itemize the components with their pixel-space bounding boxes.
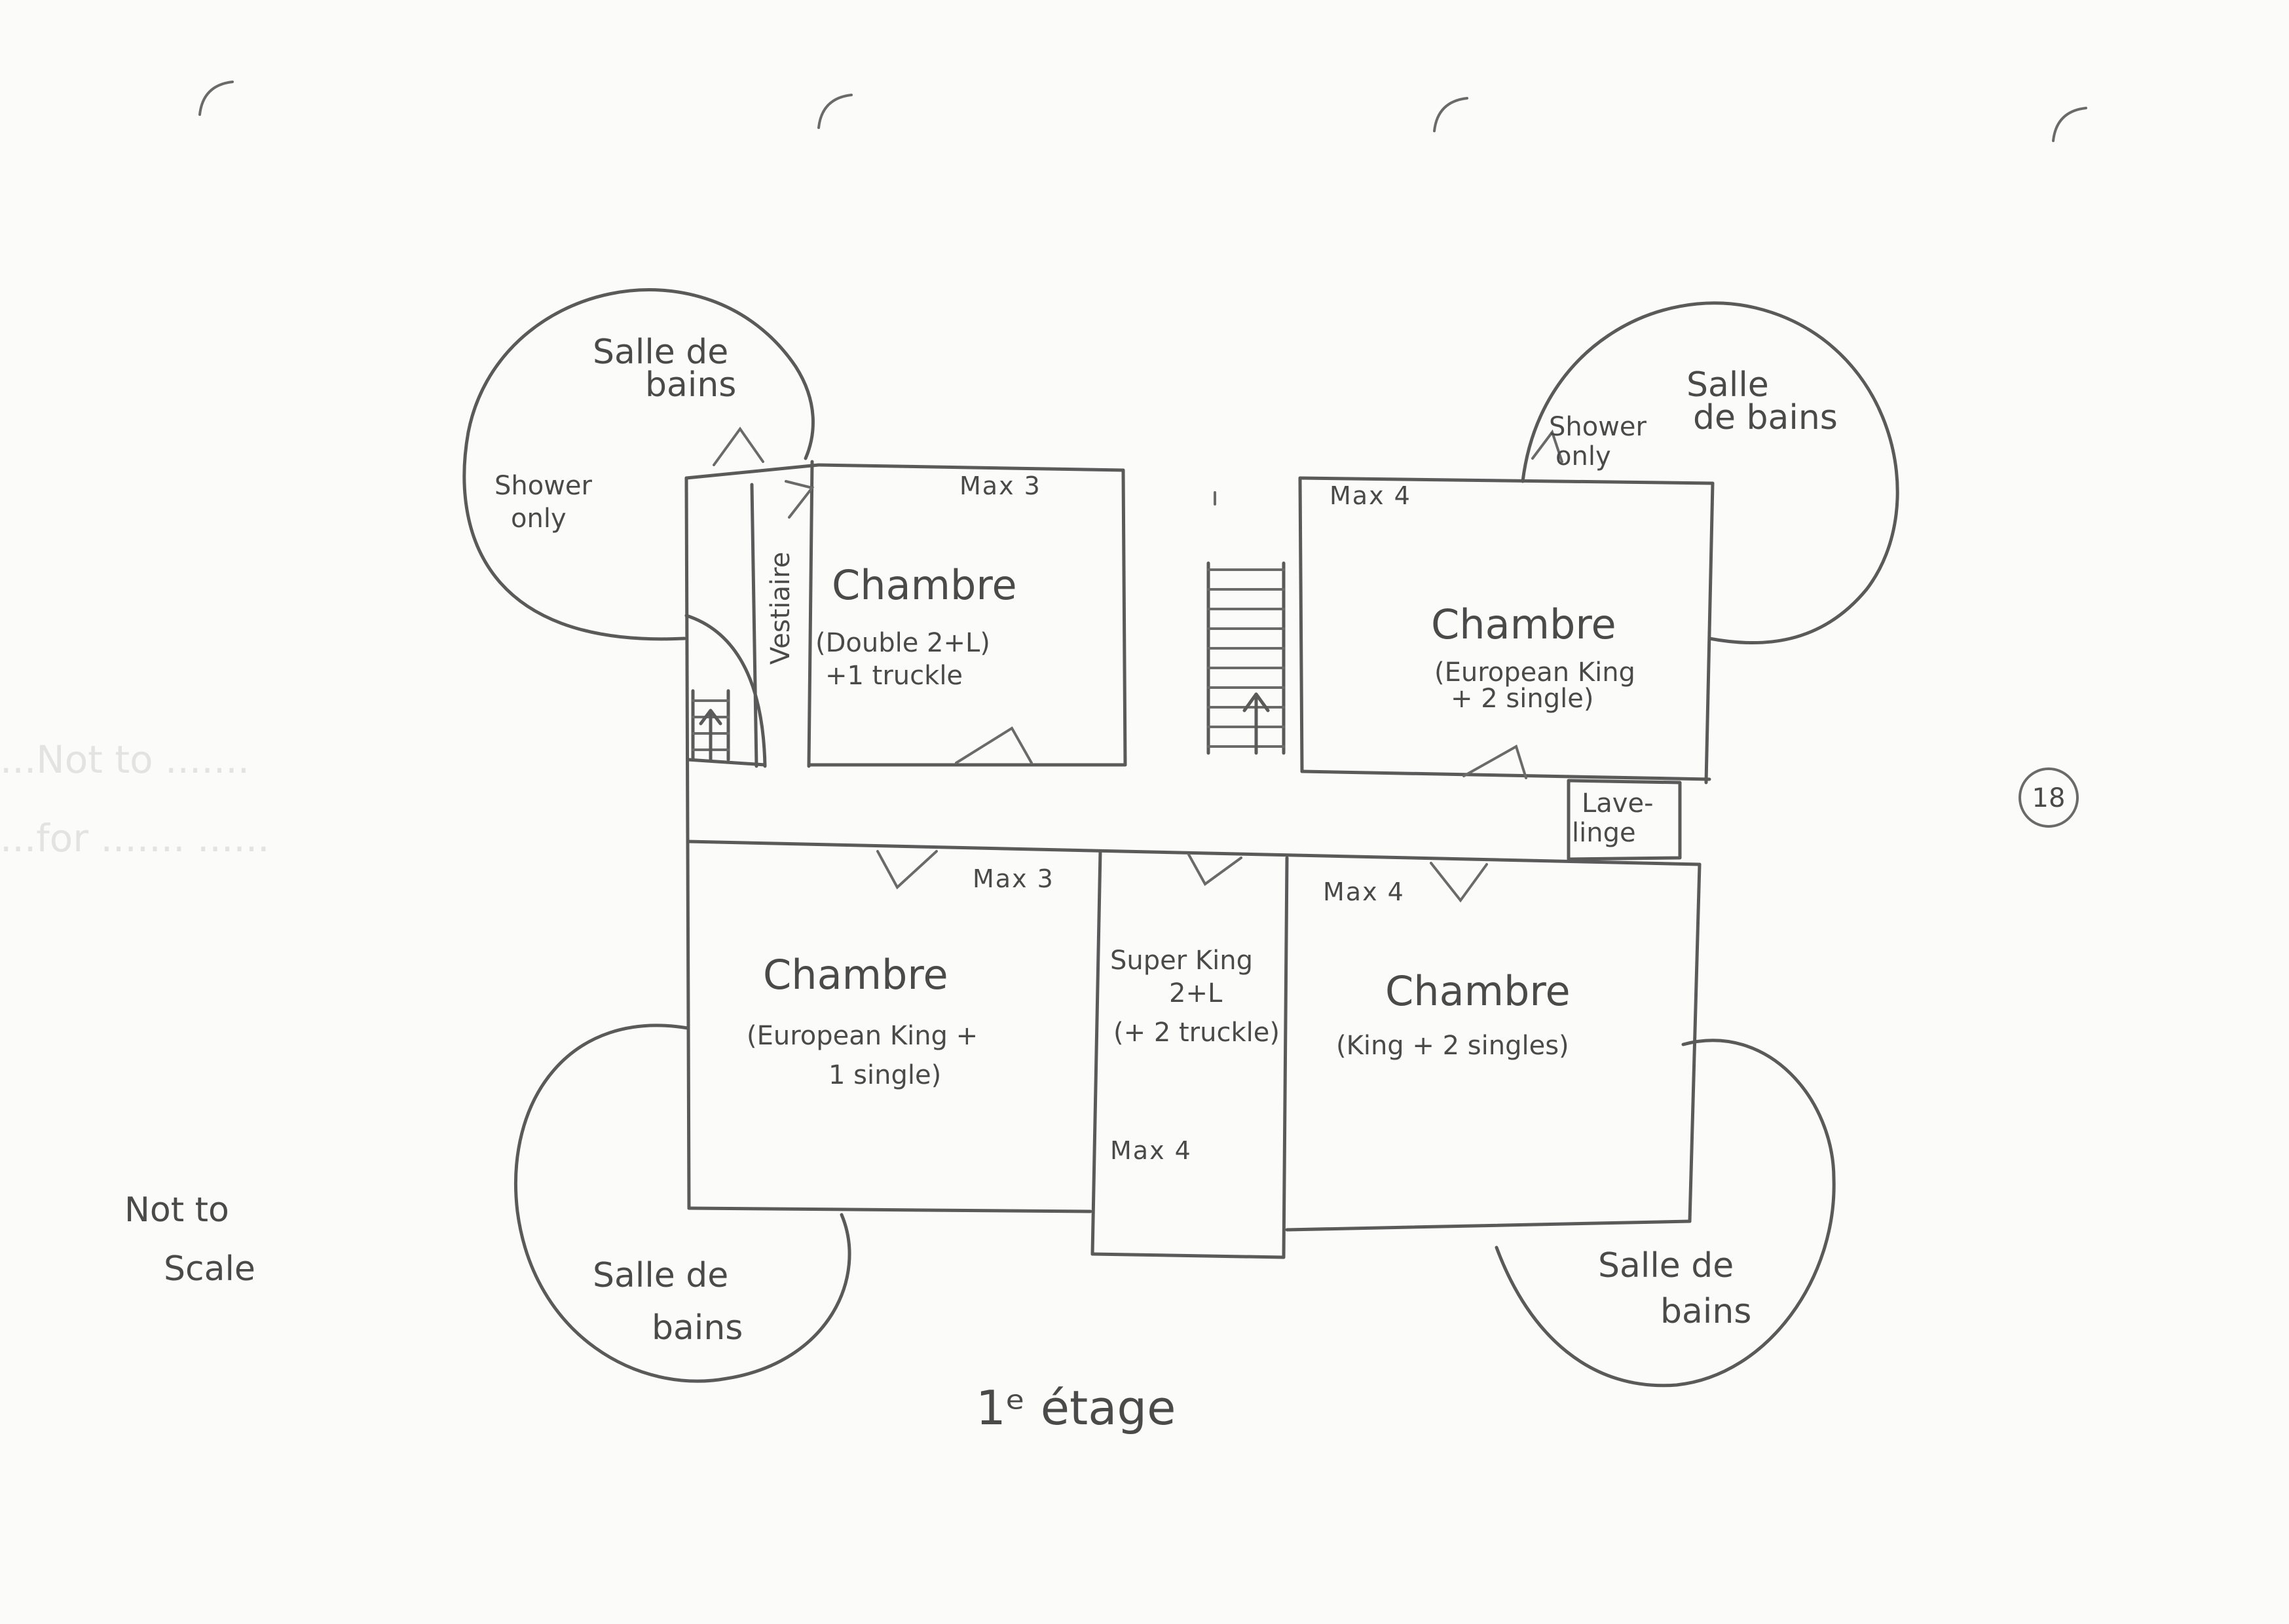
bath-tl-line1: Salle de: [593, 333, 728, 372]
wall-top-mid: [817, 463, 1125, 472]
vestiaire-label: Vestiaire: [766, 552, 796, 665]
lave-linge-labels: Lave- linge: [1572, 788, 1654, 848]
wall-left-lower: [686, 840, 691, 1210]
page-number-circle: [2019, 767, 2079, 828]
chambre-center-max: Max 4: [1110, 1136, 1192, 1165]
door-chambre-bl: [876, 850, 938, 890]
bath-tl-arc: [462, 288, 815, 641]
chambre-center-line2: 2+L: [1169, 978, 1223, 1008]
bath-tr-labels: Salle de bains Shower only: [1549, 365, 1838, 471]
bleed-through-text: ...Not to ....... ...for ....... ......: [0, 737, 270, 860]
stair-arrow: [1242, 692, 1270, 755]
ghost-text-line-1: ...Not to .......: [0, 737, 250, 782]
bath-bl-arc: [513, 1024, 851, 1383]
lave-linge-line2: linge: [1572, 818, 1636, 848]
wall-center-right: [1282, 856, 1289, 1259]
chambre-bl-detail2: 1 single): [828, 1060, 941, 1090]
door-chambre-tl: [955, 726, 1033, 764]
bath-bl-line2: bains: [652, 1308, 743, 1348]
chambre-bl-name: Chambre: [763, 951, 948, 999]
door-chambre-br: [1430, 862, 1488, 903]
bath-br-line1: Salle de: [1598, 1246, 1734, 1285]
vestiaire-door-arc: [684, 614, 767, 768]
chambre-tl-name: Chambre: [832, 561, 1017, 609]
bath-br-labels: Salle de bains: [1598, 1246, 1751, 1331]
wall-right-upper: [1704, 481, 1715, 784]
chambre-tl-labels: Max 3 Chambre (Double 2+L) +1 truckle: [815, 471, 1041, 691]
wall-chambre-tl-left: [807, 460, 814, 768]
bath-tl-note1: Shower: [494, 471, 593, 501]
bath-bl-labels: Salle de bains: [593, 1256, 743, 1348]
chambre-tl-detail1: (Double 2+L): [815, 628, 990, 658]
chambre-br-max: Max 4: [1323, 877, 1405, 906]
lave-linge-box: [1567, 779, 1682, 861]
wall-right-lower: [1688, 862, 1702, 1223]
door-bath-tr: [1531, 429, 1563, 463]
bath-tr-note2: only: [1555, 441, 1611, 471]
wall-bottom-right: [1285, 1219, 1692, 1232]
chambre-br-name: Chambre: [1385, 967, 1571, 1015]
bath-tl-labels: Salle de bains Shower only: [494, 333, 736, 534]
wall-corridor-bottom: [686, 840, 1702, 866]
bath-bl-line1: Salle de: [593, 1256, 728, 1295]
door-swings: [713, 426, 1563, 903]
bath-tr-note1: Shower: [1549, 412, 1647, 442]
chambre-tr-labels: Max 4 Chambre (European King + 2 single): [1330, 481, 1635, 714]
chambre-tl-max: Max 3: [959, 471, 1041, 500]
chambre-bl-detail1: (European King +: [747, 1021, 978, 1051]
stair-treads: [1207, 568, 1285, 748]
chambre-br-labels: Max 4 Chambre (King + 2 singles): [1323, 877, 1571, 1061]
vestiaire-wall: [750, 483, 758, 768]
wall-center-bottom: [1090, 1252, 1286, 1259]
lave-linge-line1: Lave-: [1582, 788, 1654, 819]
scale-note-line1: Not to: [124, 1190, 229, 1230]
chambre-center-line1: Super King: [1110, 946, 1253, 976]
scale-note-line2: Scale: [164, 1249, 255, 1289]
bath-br-arc: [1495, 1039, 1836, 1388]
chambre-bl-labels: Max 3 Chambre (European King + 1 single): [747, 864, 1054, 1090]
wall-left-upper: [684, 476, 690, 843]
walls: [684, 460, 1715, 1259]
chambre-center-labels: Super King 2+L (+ 2 truckle) Max 4: [1110, 946, 1280, 1165]
scale-note: Not to Scale: [124, 1190, 255, 1289]
chambre-tr-detail1: (European King: [1434, 657, 1635, 688]
bath-tl-note2: only: [511, 504, 567, 534]
main-staircase: [1206, 491, 1286, 755]
ghost-text-line-2: ...for ....... ......: [0, 816, 270, 860]
bath-tr-arc: [1521, 301, 1899, 645]
bath-br-line2: bains: [1660, 1292, 1751, 1331]
chambre-tr-max: Max 4: [1330, 481, 1411, 510]
door-chambre-center: [1187, 853, 1242, 886]
small-stair-arrow: [699, 709, 722, 762]
chambre-bl-max: Max 3: [973, 864, 1054, 893]
wall-top-left: [684, 463, 821, 480]
floor-title: 1ᵉ étage: [976, 1380, 1176, 1435]
wall-chambre-tl-right: [1121, 468, 1127, 767]
bath-tr-line1: Salle: [1686, 365, 1769, 405]
wall-top-right: [1298, 476, 1715, 485]
bath-tl-line2: bains: [645, 365, 736, 405]
wall-center-left: [1090, 849, 1102, 1256]
chambre-tr-detail2: + 2 single): [1451, 684, 1593, 714]
page-number-badge: 18: [2019, 767, 2079, 828]
wall-stair-right: [1298, 476, 1304, 773]
door-chambre-tr: [1462, 745, 1527, 779]
punch-hole-marks: [198, 81, 2087, 142]
bath-tr-line2: de bains: [1693, 398, 1838, 437]
door-bath-tl: [713, 426, 764, 466]
door-vestiaire: [785, 480, 815, 519]
stair-outline: [1206, 561, 1286, 755]
small-stair-outline: [691, 689, 730, 762]
chambre-br-detail1: (King + 2 singles): [1336, 1031, 1569, 1061]
vestiaire-bottom: [686, 758, 767, 767]
small-staircase: [691, 689, 730, 762]
page-number: 18: [2032, 783, 2066, 813]
chambre-tl-detail2: +1 truckle: [825, 661, 963, 691]
wall-bottom-chambre-tr: [1300, 769, 1711, 781]
chambre-tr-name: Chambre: [1431, 600, 1616, 648]
wall-bottom-left: [687, 1206, 1092, 1213]
chambre-center-line3: (+ 2 truckle): [1113, 1018, 1280, 1048]
turret-arcs: [462, 288, 1899, 1388]
